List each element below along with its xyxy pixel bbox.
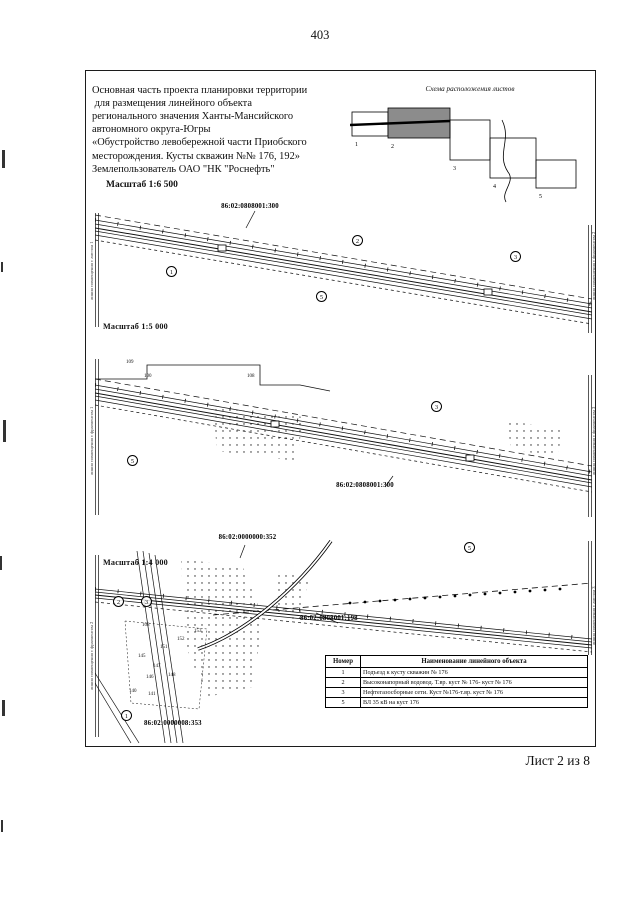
title-line: регионального значения Ханты-Мансийского [92, 111, 294, 123]
line-marker: 2 [352, 235, 363, 246]
curved-road [197, 540, 333, 651]
page-number: 403 [310, 28, 330, 42]
legend-num: 2 [325, 677, 361, 688]
line-marker: 1 [121, 710, 132, 721]
pipeline-corridor [95, 587, 592, 653]
legend-header-row: Номер Наименование линейного объекта [325, 655, 588, 668]
parcel-number: 148 [168, 673, 176, 678]
line-marker: 5 [127, 455, 138, 466]
scheme-river-line [501, 119, 511, 203]
legend-name: Нефтегазосборные сети. Куст №176-т.вр. к… [360, 687, 588, 698]
legend-row: 1 Подъезд к кусту скважин № 176 [325, 667, 588, 678]
parcel-number: 145 [138, 654, 146, 659]
sheet-number: 4 [493, 184, 496, 190]
cadastral-label: 86:02:0808001:300 [336, 482, 394, 489]
parcel-number: 100 [144, 374, 152, 379]
scheme-object-axis [350, 119, 451, 127]
label-leader-line [245, 210, 256, 229]
parcel-number: 153 [194, 629, 202, 634]
edge-label: линия совмещения с листом 3 [591, 586, 596, 645]
sheet-scheme-caption: Схема расположения листов [425, 85, 515, 93]
power-line [212, 582, 592, 616]
parcel-boundary [95, 364, 331, 392]
title-line: «Обустройство левобережной части Приобск… [92, 137, 307, 149]
title-line: Основная часть проекта планировки террит… [92, 85, 308, 96]
legend-name: ВЛ 35 кВ на куст 176 [360, 697, 588, 708]
line-marker: 3 [510, 251, 521, 262]
sheet-number: 3 [453, 166, 456, 172]
parcel-number: 108 [247, 374, 255, 379]
line-marker: 1 [166, 266, 177, 277]
edge-label: линия совмещения с фрагментом 2 [89, 621, 94, 690]
line-marker: 3 [141, 596, 152, 607]
label-leader-lines [239, 544, 339, 624]
map2-scale-label: Масштаб 1:5 000 [103, 322, 168, 331]
edge-label: линия совмещения с фрагментом 1 [89, 406, 94, 475]
edge-label: линия совмещения с листом 1 [89, 241, 94, 300]
map1-scale-label: Масштаб 1:6 500 [106, 179, 178, 190]
title-line: месторождения. Кусты скважин №№ 176, 192… [92, 150, 300, 162]
label-leader-line [384, 475, 394, 488]
legend-name: Высоконапорный водовод. Т.вр. куст № 176… [360, 677, 588, 688]
title-line: автономного округа-Югры [92, 124, 211, 136]
sheet-number: 1 [355, 142, 358, 148]
map1-graphics [95, 210, 592, 333]
parcel-number: 108 [142, 623, 150, 628]
parcel-number: 152 [177, 637, 185, 642]
parcel-number: 151 [160, 645, 168, 650]
cadastral-label: 86:02:0808001:198 [300, 615, 358, 622]
sheet-number: 5 [539, 194, 542, 200]
map3-graphics [95, 540, 592, 744]
parcel-number: 140 [129, 689, 137, 694]
access-road-corridor [95, 550, 184, 744]
legend-table: Номер Наименование линейного объекта 1 П… [325, 655, 588, 708]
line-marker: 5 [316, 291, 327, 302]
legend-num: 1 [325, 667, 361, 678]
legend-row: 2 Высоконапорный водовод. Т.вр. куст № 1… [325, 677, 588, 688]
culvert-markers [217, 244, 493, 296]
sheet-number: 2 [391, 144, 394, 150]
alignment-lines [95, 213, 592, 333]
line-marker: 5 [464, 542, 475, 553]
parcel-number: 109 [126, 360, 134, 365]
edge-label: линия совмещения с фрагментом 2 [591, 231, 596, 300]
legend-num: 5 [325, 697, 361, 708]
pipeline-corridor [95, 214, 592, 325]
legend-num: 3 [325, 687, 361, 698]
sheet-scheme-diagram: 1 2 3 4 5 [350, 107, 577, 203]
pipeline-corridor [95, 378, 592, 493]
line-marker: 2 [113, 596, 124, 607]
vegetation-area [507, 421, 563, 457]
parcel-number: 146 [146, 675, 154, 680]
sheet-number-label: Лист 2 из 8 [525, 753, 590, 768]
map2-graphics [95, 359, 592, 517]
legend-name: Подъезд к кусту скважин № 176 [360, 667, 588, 678]
sheet-numbers: 1 2 3 4 5 [355, 142, 542, 200]
title-block: Основная часть проекта планировки террит… [92, 84, 364, 190]
cadastral-label: 86:02:0000008:353 [144, 720, 202, 727]
alignment-lines [95, 541, 592, 737]
title-line: Землепользователь ОАО "НК "Роснефть" [92, 163, 275, 175]
sheet-rectangles [351, 107, 577, 189]
parcel-number: 141 [148, 692, 156, 697]
cadastral-label: 86:02:0000000:352 [218, 534, 277, 541]
legend-header-num: Номер [325, 655, 361, 668]
legend-row: 5 ВЛ 35 кВ на куст 176 [325, 697, 588, 708]
legend-header-name: Наименование линейного объекта [360, 655, 588, 668]
power-line-poles [348, 587, 562, 605]
line-marker: 3 [431, 401, 442, 412]
title-line: для размещения линейного объекта [92, 98, 252, 110]
vegetation-area [181, 559, 263, 697]
map-frame [85, 70, 596, 747]
legend-row: 3 Нефтегазосборные сети. Куст №176-т.вр.… [325, 687, 588, 698]
map3-scale-label: Масштаб 1:4 000 [103, 558, 168, 567]
edge-label: линия совмещения с фрагментом 3 [591, 406, 596, 475]
parcel-number: 147 [153, 664, 161, 669]
culvert-markers [270, 420, 475, 462]
cadastral-label: 86:02:0808001:300 [221, 203, 279, 210]
